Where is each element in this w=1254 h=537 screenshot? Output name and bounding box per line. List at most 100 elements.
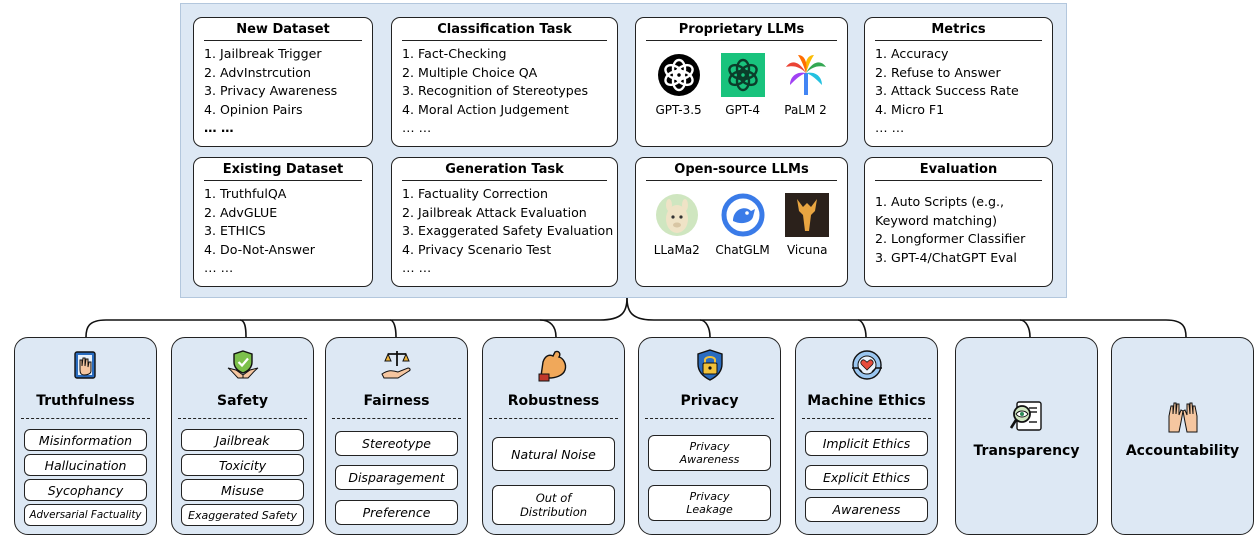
category-transparency: Transparency — [955, 337, 1098, 535]
list-item: 4. Micro F1 — [875, 101, 945, 117]
card-title: Open-source LLMs — [646, 158, 837, 181]
card-title: Proprietary LLMs — [646, 18, 837, 41]
eye-document-icon — [1009, 401, 1042, 431]
list-item: 4. Opinion Pairs — [204, 101, 303, 117]
list-item: 1. Jailbreak Trigger — [204, 46, 322, 61]
chatglm-logo-icon — [721, 193, 765, 237]
vicuna-logo-icon — [785, 193, 830, 237]
new-dataset-card: New Dataset 1. Jailbreak Trigger 2. AdvI… — [193, 17, 373, 147]
category-name: Machine Ethics — [807, 393, 926, 409]
list-item: 3. Attack Success Rate — [875, 83, 1019, 98]
subcategory-pill: Sycophancy — [24, 479, 147, 501]
list-item: 4. Moral Action Judgement — [402, 101, 569, 117]
divider — [489, 418, 618, 419]
category-machine-ethics: Machine Ethics Implicit Ethics Explicit … — [795, 337, 938, 535]
list-item: Keyword matching) — [875, 212, 998, 228]
palm-tree-logo-icon — [785, 55, 826, 95]
llm-label: PaLM 2 — [784, 103, 827, 117]
shield-lock-icon — [696, 349, 723, 381]
card-title: Classification Task — [402, 18, 607, 41]
llm-label: LLaMa2 — [653, 243, 700, 257]
list-item: … … — [402, 260, 432, 275]
category-name: Robustness — [507, 393, 600, 409]
list-item: 2. Jailbreak Attack Evaluation — [402, 204, 587, 220]
list-item: 3. Recognition of Stereotypes — [402, 83, 589, 98]
list-item: 3. Exaggerated Safety Evaluation — [402, 223, 614, 238]
llm-llama2: LLaMa2 — [654, 193, 700, 257]
heart-gear-icon — [851, 350, 882, 380]
list-item: … … — [875, 120, 905, 135]
subcategory-pill: Toxicity — [181, 454, 304, 476]
subcategory-pill: Adversarial Factuality — [24, 504, 147, 526]
list-item: 2. AdvInstrcution — [204, 64, 311, 80]
subcategory-pill: Preference — [335, 500, 458, 525]
list-item: 2. Refuse to Answer — [875, 64, 1001, 80]
list-item: … … — [204, 260, 234, 275]
list-item: 1. TruthfulQA — [204, 186, 287, 201]
subcategory-pill: Misuse — [181, 479, 304, 501]
category-name: Accountability — [1125, 443, 1240, 459]
list-item: 3. Privacy Awareness — [204, 83, 338, 98]
bracket-connector — [85, 297, 1187, 338]
subcategory-pill: Natural Noise — [492, 437, 615, 471]
card-title: Existing Dataset — [204, 158, 362, 181]
list-item: 4. Privacy Scenario Test — [402, 241, 552, 257]
category-name: Privacy — [680, 393, 739, 409]
list-item: 1. Auto Scripts (e.g., — [875, 194, 1005, 209]
generation-task-card: Generation Task 1. Factuality Correction… — [391, 157, 618, 287]
llm-label: Vicuna — [786, 243, 828, 257]
divider — [21, 418, 150, 419]
subcategory-pill: Out of Distribution — [492, 485, 615, 525]
category-safety: Safety Jailbreak Toxicity Misuse Exagger… — [171, 337, 314, 535]
list-item: 4. Do-Not-Answer — [204, 241, 315, 257]
classification-task-card: Classification Task 1. Fact-Checking 2. … — [391, 17, 618, 147]
llm-label: GPT-4 — [725, 103, 760, 117]
openai-green-logo-icon — [720, 53, 765, 97]
scale-hand-icon — [380, 351, 411, 379]
divider — [645, 418, 774, 419]
opensource-llms-card: Open-source LLMs LLaMa2 ChatGLM — [635, 157, 848, 287]
category-name: Transparency — [973, 443, 1080, 459]
list-item: 3. GPT-4/ChatGPT Eval — [875, 249, 1017, 265]
card-title: New Dataset — [204, 18, 362, 41]
llm-palm2: PaLM 2 — [784, 53, 828, 117]
category-accountability: Accountability — [1111, 337, 1254, 535]
list-item: 2. Multiple Choice QA — [402, 64, 538, 80]
divider — [178, 418, 307, 419]
muscle-arm-icon — [538, 350, 566, 382]
category-name: Fairness — [363, 393, 430, 409]
card-title: Evaluation — [875, 158, 1042, 181]
subcategory-pill: Implicit Ethics — [805, 431, 928, 456]
subcategory-pill: Stereotype — [335, 431, 458, 456]
category-robustness: Robustness Natural Noise Out of Distribu… — [482, 337, 625, 535]
proprietary-llms-card: Proprietary LLMs GPT-3.5 — [635, 17, 848, 147]
category-fairness: Fairness Stereotype Disparagement Prefer… — [325, 337, 468, 535]
card-title: Metrics — [875, 18, 1042, 41]
subcategory-pill: Privacy Leakage — [648, 485, 771, 521]
list-item: … … — [204, 120, 234, 135]
category-privacy: Privacy Privacy Awareness Privacy Leakag… — [638, 337, 781, 535]
openai-logo-icon — [657, 54, 700, 96]
category-name: Truthfulness — [36, 393, 135, 409]
evaluation-card: Evaluation 1. Auto Scripts (e.g., Keywor… — [864, 157, 1053, 287]
subcategory-pill: Exaggerated Safety — [181, 504, 304, 526]
llm-gpt35: GPT-3.5 — [655, 53, 702, 117]
llm-gpt4: GPT-4 — [720, 53, 765, 117]
list-item: … … — [402, 120, 432, 135]
shield-hands-icon — [227, 350, 258, 379]
divider — [802, 418, 931, 419]
llm-label: ChatGLM — [715, 243, 770, 257]
subcategory-pill: Disparagement — [335, 465, 458, 490]
divider — [332, 418, 461, 419]
category-name: Safety — [217, 393, 268, 409]
existing-dataset-card: Existing Dataset 1. TruthfulQA 2. AdvGLU… — [193, 157, 373, 287]
subcategory-pill: Jailbreak — [181, 429, 304, 451]
category-truthfulness: Truthfulness Misinformation Hallucinatio… — [14, 337, 157, 535]
llm-vicuna: Vicuna — [785, 193, 830, 257]
subcategory-pill: Misinformation — [24, 429, 147, 451]
list-item: 2. Longformer Classifier — [875, 231, 1026, 246]
metrics-card: Metrics 1. Accuracy 2. Refuse to Answer … — [864, 17, 1053, 147]
list-item: 1. Fact-Checking — [402, 46, 507, 61]
raised-hands-icon — [1168, 402, 1197, 433]
subcategory-pill: Explicit Ethics — [805, 465, 928, 490]
